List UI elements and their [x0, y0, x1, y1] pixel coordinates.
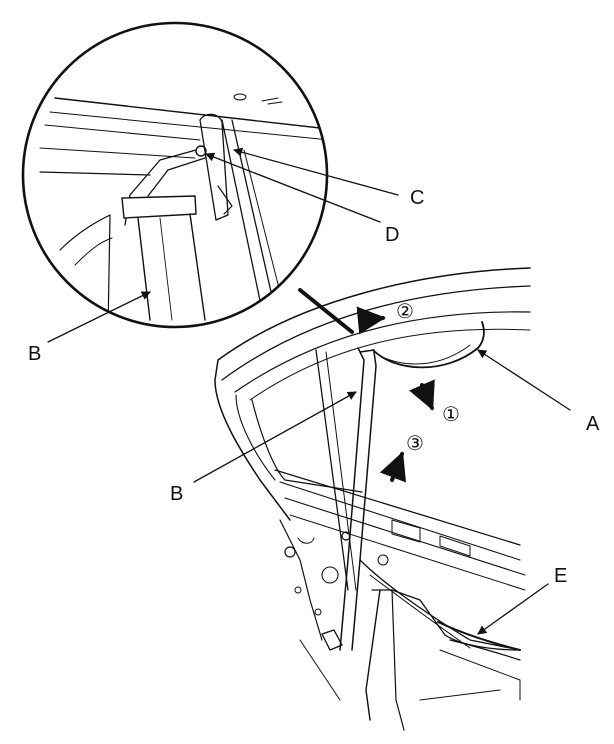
leader-d — [205, 152, 381, 223]
leader-c — [233, 147, 399, 196]
callout-a: A — [586, 413, 600, 435]
step-3-arrow — [379, 451, 407, 483]
leader-a — [477, 349, 571, 411]
detail-zoom-view — [21, 21, 329, 329]
callout-d: D — [385, 224, 399, 246]
callout-c: C — [410, 187, 424, 209]
zoom-connector-line — [298, 288, 354, 334]
step-3-label: ③ — [406, 431, 424, 455]
removal-step-arrows — [356, 306, 435, 483]
step-2-label: ② — [396, 299, 414, 323]
step-2-arrow — [356, 306, 386, 335]
zoom-circle-border — [21, 21, 329, 329]
step-1-label: ① — [442, 402, 460, 426]
leader-b-main — [193, 391, 357, 483]
leader-e — [477, 583, 549, 635]
callout-b-detail: B — [28, 343, 41, 365]
leader-b-detail — [47, 291, 151, 343]
callout-leaders — [47, 147, 571, 635]
callout-b-main: B — [170, 483, 183, 505]
main-vehicle-view — [214, 267, 531, 731]
step-1-arrow — [409, 379, 435, 411]
callout-e: E — [554, 565, 567, 587]
